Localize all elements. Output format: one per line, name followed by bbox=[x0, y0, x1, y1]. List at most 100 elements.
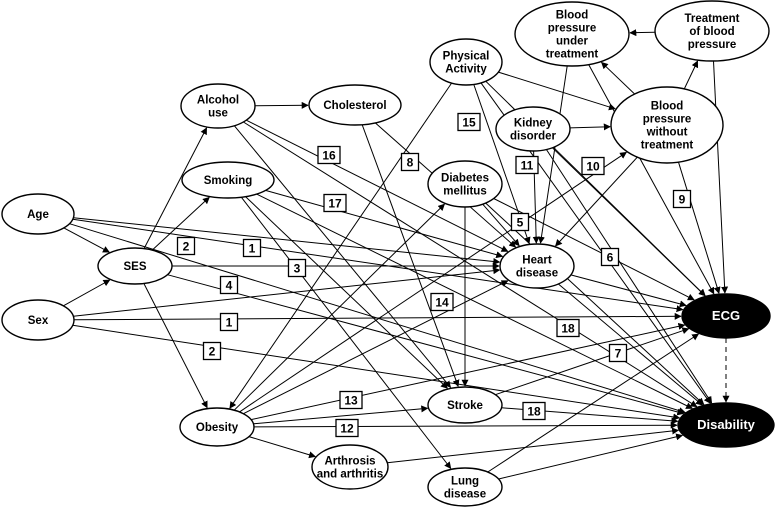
node-cholesterol-shape bbox=[308, 84, 402, 126]
node-bpwithout-label: treatment bbox=[641, 140, 694, 152]
node-bpwithout-label: pressure bbox=[643, 114, 692, 126]
path-label-text: 7 bbox=[615, 347, 622, 361]
edge-ses-smoking bbox=[151, 196, 210, 251]
node-disability-shape bbox=[677, 402, 775, 448]
path-label-text: 6 bbox=[607, 251, 614, 265]
node-heart-label: disease bbox=[516, 268, 558, 280]
label-heart-ecg: 6 bbox=[600, 247, 620, 267]
path-label-text: 16 bbox=[322, 149, 336, 163]
edge-bpwithout-bpunder bbox=[600, 61, 635, 95]
node-obesity-label: Obesity bbox=[196, 422, 239, 434]
edge-diabetes-heart bbox=[482, 203, 520, 247]
label-ses-heart: 3 bbox=[287, 258, 307, 278]
node-cholesterol-label: Cholesterol bbox=[323, 100, 386, 112]
node-age: Age bbox=[1, 193, 75, 235]
edge-lung-disability bbox=[498, 433, 684, 480]
path-label-text: 5 bbox=[517, 216, 524, 230]
edge-smoking-heart bbox=[265, 189, 504, 259]
edge-smoking-stroke bbox=[245, 196, 448, 389]
path-label-text: 17 bbox=[328, 197, 342, 211]
node-bpwithout-shape bbox=[610, 86, 724, 164]
node-bpunder-label: Blood bbox=[556, 10, 589, 22]
label-kidney-heart: 11 bbox=[515, 155, 539, 175]
node-ses-label: SES bbox=[123, 261, 146, 273]
path-label-text: 1 bbox=[226, 316, 233, 330]
node-alcohol-label: Alcohol bbox=[197, 95, 239, 107]
edge-age-heart bbox=[73, 217, 501, 265]
node-sex-label: Sex bbox=[28, 315, 49, 327]
edge-cholesterol-stroke bbox=[361, 124, 460, 387]
node-bpwithout-label: without bbox=[646, 127, 688, 139]
path-label-text: 14 bbox=[435, 296, 449, 310]
label-heart-disability: 18 bbox=[556, 318, 580, 338]
path-label-text: 13 bbox=[344, 394, 358, 408]
edge-alcohol-stroke bbox=[233, 125, 452, 389]
edge-alcohol-heart bbox=[246, 119, 509, 252]
node-stroke-label: Stroke bbox=[447, 400, 483, 412]
label-obesity-ecg: 13 bbox=[339, 390, 363, 410]
node-bpunder-label: under bbox=[556, 36, 588, 48]
node-smoking-shape bbox=[181, 161, 275, 199]
edge-lung-ecg bbox=[487, 333, 700, 473]
edge-smoking-disability bbox=[256, 193, 694, 409]
node-ses-shape bbox=[97, 247, 173, 285]
path-label-text: 15 bbox=[462, 116, 476, 130]
node-treatment-label: of blood bbox=[689, 26, 734, 38]
node-arthrosis-label: and arthritis bbox=[317, 469, 383, 481]
edge-obesity-stroke bbox=[253, 405, 429, 425]
node-lung-shape bbox=[427, 467, 503, 507]
edge-physical-obesity bbox=[229, 82, 453, 409]
node-cholesterol: Cholesterol bbox=[308, 84, 402, 126]
node-physical-label: Physical bbox=[443, 51, 490, 63]
node-bpwithout-label: Blood bbox=[651, 101, 684, 113]
edge-smoking-lung bbox=[240, 196, 452, 470]
node-arthrosis-label: Arthrosis bbox=[324, 456, 375, 468]
node-treatment-label: pressure bbox=[688, 39, 737, 51]
path-label-text: 10 bbox=[586, 160, 600, 174]
edge-treatment-bpunder bbox=[629, 29, 656, 37]
edge-ses-alcohol bbox=[143, 127, 208, 249]
node-treatment-label: Treatment bbox=[685, 13, 740, 25]
path-label-text: 1 bbox=[249, 242, 256, 256]
edge-kidney-bpwithout bbox=[569, 123, 611, 131]
edge-heart-ecg bbox=[570, 274, 687, 308]
path-label-text: 8 bbox=[407, 156, 414, 170]
path-label-text: 18 bbox=[527, 405, 541, 419]
path-label-text: 11 bbox=[521, 159, 534, 173]
path-label-text: 9 bbox=[679, 193, 686, 207]
node-obesity: Obesity bbox=[179, 407, 255, 447]
edge-kidney-ecg bbox=[552, 147, 706, 297]
edge-kidney-disability bbox=[545, 149, 713, 404]
edge-diabetes-disability bbox=[485, 202, 705, 406]
edge-bpunder-ecg bbox=[588, 64, 715, 295]
node-smoking: Smoking bbox=[181, 161, 275, 199]
edge-arthrosis-disability bbox=[387, 427, 680, 464]
node-alcohol-label: use bbox=[208, 108, 228, 120]
path-label-text: 3 bbox=[294, 262, 301, 276]
edge-bpwithout-treatment bbox=[683, 60, 699, 90]
label-obesity-disability: 12 bbox=[335, 418, 359, 438]
node-bpunder-label: treatment bbox=[546, 49, 599, 61]
edge-obesity-heart bbox=[243, 280, 509, 415]
node-smoking-label: Smoking bbox=[204, 175, 253, 187]
edge-treatment-ecg bbox=[713, 60, 729, 294]
node-alcohol-shape bbox=[180, 83, 256, 129]
label-smoking-heart: 17 bbox=[323, 193, 347, 213]
edge-sex-heart bbox=[73, 267, 501, 317]
node-age-label: Age bbox=[27, 209, 49, 221]
label-bp-ecg: 9 bbox=[672, 189, 692, 209]
node-lung-label: disease bbox=[444, 489, 486, 501]
label-physical-heart: 15 bbox=[457, 112, 481, 132]
edge-age-ses bbox=[63, 227, 110, 253]
node-lung-label: Lung bbox=[451, 476, 479, 488]
node-diabetes-label: Diabetes bbox=[441, 173, 489, 185]
edge-bpwithout-ecg bbox=[678, 162, 721, 294]
